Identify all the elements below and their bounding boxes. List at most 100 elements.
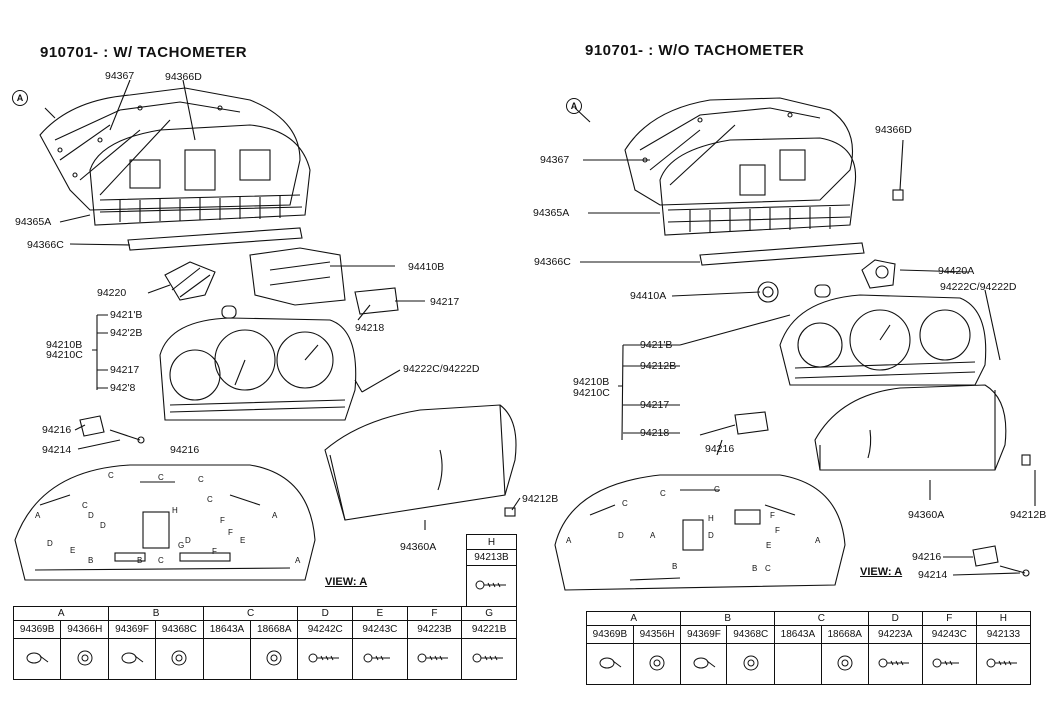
part-number: 94366H xyxy=(60,620,110,639)
view-letter: D xyxy=(708,531,714,540)
h-box-picture xyxy=(466,565,517,607)
group-f: F xyxy=(921,611,977,626)
socket-icon xyxy=(837,655,853,670)
label-94210b: 94210B xyxy=(46,339,83,351)
part-number: 94369B xyxy=(12,620,62,639)
part-picture xyxy=(406,638,463,680)
left-strip xyxy=(127,227,303,251)
part-picture xyxy=(352,638,408,680)
view-letter: E xyxy=(70,546,76,555)
label-94218-right: 94218 xyxy=(640,427,670,439)
part-number: 94221B xyxy=(461,620,517,639)
group-c: C xyxy=(202,606,299,621)
label-9421b-right: 9421'B xyxy=(640,339,673,351)
view-letter: A xyxy=(35,511,41,520)
view-letter: D xyxy=(47,539,53,548)
label-94366d-right: 94366D xyxy=(875,124,912,136)
bulb-icon xyxy=(121,652,144,663)
socket-icon xyxy=(743,655,759,670)
part-picture xyxy=(867,643,923,685)
left-view-a-label: VIEW: A xyxy=(325,576,368,588)
screw-icon xyxy=(986,658,1018,667)
socket-icon xyxy=(77,650,93,665)
part-number: 94243C xyxy=(921,625,977,644)
view-letter: F xyxy=(228,528,233,537)
left-parts-table: A B C D E F G 94369B 94366H 94369F 94368… xyxy=(12,606,517,680)
left-tach-unit xyxy=(164,261,237,319)
label-94210c-right: 94210C xyxy=(573,387,610,399)
bulb-icon xyxy=(26,652,49,663)
right-socket-94410a xyxy=(757,281,831,303)
screw-icon xyxy=(475,580,506,589)
right-view-a-label: VIEW: A xyxy=(860,566,903,578)
view-letter: F xyxy=(220,516,225,525)
right-callout-a: A xyxy=(566,98,582,114)
part-picture xyxy=(461,638,517,680)
view-letter: D xyxy=(618,531,624,540)
part-picture xyxy=(726,643,775,685)
label-94420a: 94420A xyxy=(938,265,975,277)
part-number: 94223A xyxy=(867,625,923,644)
screw-icon xyxy=(472,653,504,662)
screw-icon xyxy=(363,653,390,662)
label-94410b: 94410B xyxy=(408,261,445,273)
view-letter: B xyxy=(88,556,94,565)
part-number: 18643A xyxy=(774,625,822,644)
view-letter: D xyxy=(100,521,106,530)
part-picture xyxy=(632,643,682,685)
screw-icon xyxy=(417,653,449,662)
label-94216a-right: 94216 xyxy=(705,443,735,455)
part-number: 94243C xyxy=(352,620,408,639)
left-circuit-plate xyxy=(39,87,301,211)
part-picture xyxy=(680,643,728,685)
bulb-icon xyxy=(599,657,622,668)
label-9421-2b: 942'2B xyxy=(110,327,143,339)
part-picture xyxy=(60,638,110,680)
part-number: 94223B xyxy=(406,620,463,639)
group-h: H xyxy=(975,611,1032,626)
bulb-icon xyxy=(693,657,716,668)
label-94210b-right: 94210B xyxy=(573,376,610,388)
label-94222c-94222d-left: 94222C/94222D xyxy=(403,363,480,375)
label-94217-right: 94217 xyxy=(640,399,670,411)
right-meter-housing xyxy=(659,137,857,236)
view-letter: C xyxy=(198,475,204,484)
view-letter: C xyxy=(714,485,720,494)
part-picture xyxy=(12,638,62,680)
part-number: 94369B xyxy=(586,625,634,644)
part-picture xyxy=(586,643,634,685)
group-d: D xyxy=(867,611,923,626)
group-a: A xyxy=(12,606,110,621)
group-f: F xyxy=(406,606,463,621)
right-parts-table: A B C D F H 94369B 94356H 94369F 94368C … xyxy=(585,611,1032,685)
right-bulb-94366d xyxy=(892,189,904,201)
left-bracket-94410b xyxy=(249,247,399,315)
part-number: 94369F xyxy=(680,625,728,644)
label-9421b: 9421'B xyxy=(110,309,143,321)
part-picture xyxy=(820,643,869,685)
view-letter: G xyxy=(178,541,185,550)
left-h-box: H 94213B xyxy=(466,534,517,607)
view-letter: C xyxy=(82,501,88,510)
h-box-part: 94213B xyxy=(466,549,517,566)
label-94360a-right: 94360A xyxy=(908,509,945,521)
view-letter: D xyxy=(185,536,191,545)
part-picture xyxy=(297,638,354,680)
view-letter: B xyxy=(672,562,678,571)
view-letter: C xyxy=(158,556,164,565)
label-94212b-right: 94212B xyxy=(640,360,677,372)
label-94214-right: 94214 xyxy=(918,569,948,581)
right-dial-face xyxy=(779,294,987,386)
part-picture xyxy=(154,638,204,680)
right-title: 910701- : W/O TACHOMETER xyxy=(585,42,805,59)
view-letter: H xyxy=(708,514,714,523)
label-94367-right: 94367 xyxy=(540,154,570,166)
part-number: 94368C xyxy=(726,625,775,644)
label-94217b: 94217 xyxy=(110,364,140,376)
left-meter-housing xyxy=(89,124,311,226)
screw-icon xyxy=(878,658,910,667)
label-94210c: 94210C xyxy=(46,349,83,361)
view-letter: C xyxy=(660,489,666,498)
view-letter: C xyxy=(765,564,771,573)
